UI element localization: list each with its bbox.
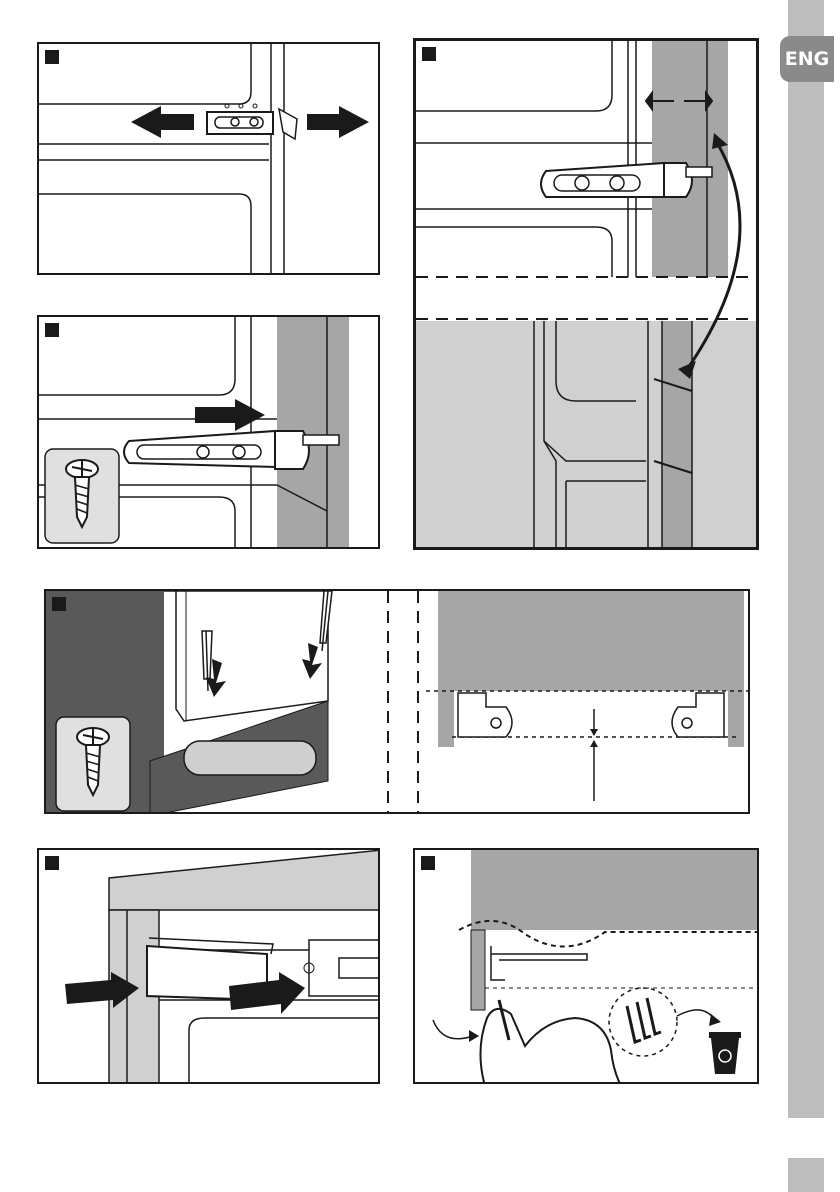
hex-key-icon (627, 998, 661, 1042)
step-panel-6 (413, 848, 759, 1084)
step-panel-1 (37, 42, 380, 275)
arrow-left-icon (131, 106, 194, 138)
step-panel-4 (44, 589, 750, 814)
recycle-bin-icon (709, 1032, 741, 1074)
language-tab: ENG (780, 36, 834, 82)
screw-icon (45, 449, 119, 543)
arrow-right-icon (307, 106, 369, 138)
arrow-right-icon (195, 399, 265, 431)
step-panel-5 (37, 848, 380, 1084)
step-marker (45, 323, 59, 337)
hand-icon (480, 1009, 621, 1084)
page-number-box (788, 1158, 824, 1192)
screw-icon (56, 717, 130, 811)
hinge-bracket (124, 431, 339, 469)
step-panel-2 (413, 38, 759, 550)
step-marker (422, 47, 436, 61)
step-marker (421, 856, 435, 870)
step-panel-3 (37, 315, 380, 549)
side-strip (788, 0, 824, 1118)
hinge-bracket (541, 163, 712, 197)
step-marker (45, 856, 59, 870)
step-marker (52, 597, 66, 611)
step-marker (45, 50, 59, 64)
